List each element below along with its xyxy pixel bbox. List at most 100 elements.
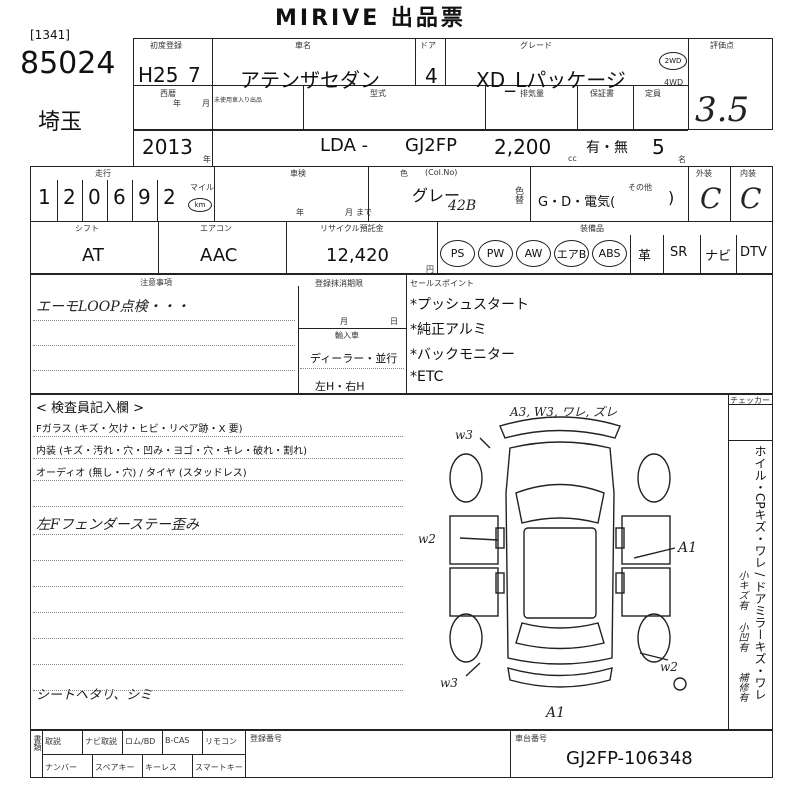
interior-label: 内装 bbox=[740, 169, 756, 178]
mileage-digit: 0 bbox=[88, 185, 101, 209]
ac: AAC bbox=[200, 245, 238, 266]
grade: XD_Lパッケージ bbox=[476, 68, 626, 92]
grade-label: グレード bbox=[520, 41, 552, 50]
spec-frame bbox=[133, 38, 773, 130]
drive-4wd: 4WD bbox=[664, 78, 684, 87]
interior: C bbox=[740, 182, 762, 215]
color-label: 色 bbox=[400, 169, 408, 178]
inspection-month-unit: 月 bbox=[345, 208, 353, 217]
year-unit-2: 年 bbox=[203, 155, 211, 164]
reg-number-label: 登録番号 bbox=[250, 734, 282, 743]
doors-label: ドア bbox=[420, 41, 436, 50]
ac-label: エアコン bbox=[200, 224, 232, 233]
capacity-label: 定員 bbox=[645, 89, 661, 98]
sales-point: *純正アルミ bbox=[410, 322, 487, 338]
footer-doc-item: リモコン bbox=[205, 737, 237, 746]
footer-divider bbox=[162, 730, 163, 754]
inspection-label: 車検 bbox=[290, 169, 306, 178]
sales-point: *ETC bbox=[410, 369, 444, 385]
model-prefix: LDA - bbox=[320, 135, 369, 156]
diagram-a1-bottom: A1 bbox=[546, 705, 566, 721]
writing-line bbox=[33, 586, 403, 587]
footer-frame bbox=[30, 730, 773, 778]
diagram-note-top: A3, W3, ワレ, ズレ bbox=[510, 405, 618, 419]
handwritten-note-2: シートヘタリ、シミ bbox=[36, 688, 153, 703]
fuel: G・D・電気( bbox=[538, 195, 616, 210]
mileage-digit: 2 bbox=[63, 185, 76, 209]
writing-line bbox=[33, 534, 403, 535]
chassis-number: GJ2FP-106348 bbox=[566, 748, 693, 769]
writing-line bbox=[33, 506, 403, 507]
footer-divider bbox=[122, 730, 123, 754]
steering-value: 左H・右H bbox=[315, 380, 365, 393]
car-name: アテンザセダン bbox=[240, 68, 380, 92]
until-label: まで bbox=[356, 208, 372, 217]
capacity: 5 bbox=[652, 135, 665, 159]
writing-line bbox=[33, 690, 403, 691]
recycle-unit: 円 bbox=[426, 265, 434, 274]
displacement-label: 排気量 bbox=[520, 89, 544, 98]
footer-key-item: スペアキー bbox=[95, 763, 135, 772]
mileage-divider bbox=[132, 180, 133, 221]
footer-key-item: キーレス bbox=[145, 763, 177, 772]
diagram-w2-left: w2 bbox=[418, 532, 436, 546]
footer-divider bbox=[142, 754, 143, 778]
writing-line bbox=[33, 480, 403, 481]
deadline-label: 登録抹消期限 bbox=[315, 279, 363, 288]
side-sub-2: 小凹有 bbox=[736, 622, 747, 652]
month-unit: 月 bbox=[202, 99, 210, 108]
writing-line bbox=[33, 436, 403, 437]
unregistered-label: 未使用車入り出品 bbox=[214, 97, 263, 104]
first-reg-value: H25 bbox=[138, 63, 179, 87]
side-sub-3: 補修有 bbox=[736, 672, 747, 702]
mileage-digit: 9 bbox=[138, 185, 151, 209]
deadline-day: 日 bbox=[390, 317, 398, 326]
equipment-item: PW bbox=[478, 240, 513, 267]
footer-divider bbox=[92, 754, 93, 778]
equipment-dtv: DTV bbox=[740, 245, 767, 260]
mileage-divider bbox=[82, 180, 83, 221]
shift-label: シフト bbox=[75, 224, 99, 233]
exterior-label: 外装 bbox=[696, 169, 712, 178]
recycle-label: リサイクル預託金 bbox=[320, 224, 384, 233]
mileage-divider bbox=[57, 180, 58, 221]
warranty-label: 保証書 bbox=[590, 89, 614, 98]
caution-text: エーモLOOP点検・・・ bbox=[36, 299, 190, 315]
side-legend: ホイル・CPキズ・ワレ / ドアミラーキズ・ワレ bbox=[753, 445, 767, 701]
equipment-navi: ナビ bbox=[705, 249, 732, 264]
car-diagram bbox=[449, 416, 687, 691]
footer-divider bbox=[82, 730, 83, 754]
notes-frame bbox=[30, 274, 773, 394]
equipment-item: AW bbox=[516, 240, 551, 267]
mileage-divider bbox=[107, 180, 108, 221]
year-label: 西暦 bbox=[160, 89, 176, 98]
doors: 4 bbox=[425, 64, 438, 88]
km-unit: km bbox=[194, 201, 206, 209]
footer-doc-item: ロム/BD bbox=[125, 737, 156, 746]
mileage-frame bbox=[30, 166, 773, 274]
warranty: 有・無 bbox=[586, 140, 628, 156]
chassis-label: 車台番号 bbox=[515, 734, 547, 743]
mileage-digit: 1 bbox=[38, 185, 51, 209]
model-value: GJ2FP bbox=[405, 135, 457, 156]
color: グレー bbox=[412, 186, 461, 205]
footer-doc-item: B-CAS bbox=[165, 736, 190, 745]
inspection-year-unit: 年 bbox=[296, 208, 304, 217]
displacement: 2,200 bbox=[494, 135, 552, 159]
equipment-item: エアB bbox=[554, 240, 589, 267]
mile-unit: マイル bbox=[190, 183, 214, 192]
sales-point: *プッシュスタート bbox=[410, 297, 529, 313]
docs-label: 書類 bbox=[33, 735, 42, 751]
caution-label: 注意事項 bbox=[140, 278, 172, 287]
deadline-month: 月 bbox=[340, 317, 348, 326]
inspector-label: < 検査員記入欄 > bbox=[36, 401, 145, 416]
shift: AT bbox=[82, 245, 104, 266]
form-title: MIRIVE 出品票 bbox=[275, 6, 466, 31]
writing-line bbox=[33, 612, 403, 613]
sales-point: *バックモニター bbox=[410, 347, 515, 363]
mileage-digit: 6 bbox=[113, 185, 126, 209]
side-sub-1: 小キズ有 bbox=[736, 570, 747, 610]
fuel-close: ) bbox=[668, 188, 675, 207]
equipment-item: ABS bbox=[592, 240, 627, 267]
recycle: 12,420 bbox=[326, 245, 389, 266]
